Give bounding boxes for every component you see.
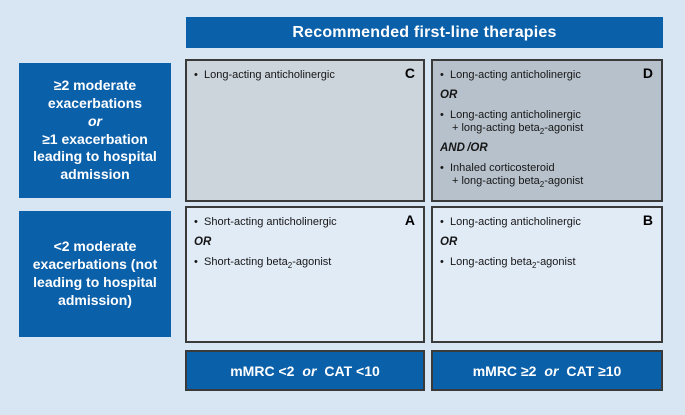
bullet-icon: • <box>194 255 198 268</box>
axis-bar-high-symptoms: mMRC ≥2 or CAT ≥10 <box>431 350 663 391</box>
axis-bar-low-symptoms: mMRC <2 or CAT <10 <box>185 350 425 391</box>
therapy-item: •Short-acting anticholinergic <box>194 216 337 228</box>
therapy-item: •Long-acting beta2-agonist <box>440 255 576 271</box>
axis-bar-segment: mMRC <2 <box>230 362 295 379</box>
row-label-line: or <box>88 112 102 129</box>
row-label-line: <2 moderate exacerbations (not leading t… <box>32 238 158 308</box>
therapy-item: •Long-acting anticholinergic+ long-actin… <box>440 108 584 137</box>
therapy-item: •Inhaled corticosteroid+ long-acting bet… <box>440 162 584 190</box>
quadrant-letter-D: D <box>642 65 653 81</box>
bullet-icon: • <box>440 216 444 228</box>
bullet-icon: • <box>194 216 198 228</box>
bullet-icon: • <box>440 162 444 175</box>
logic-connector: OR <box>440 89 458 102</box>
therapy-item: •Long-acting anticholinergic <box>440 69 581 81</box>
logic-connector: AND /OR <box>440 142 488 155</box>
therapy-item: •Short-acting beta2-agonist <box>194 255 332 271</box>
quadrant-C: C •Long-acting anticholinergic <box>185 59 425 202</box>
axis-bar-segment: or <box>302 362 317 379</box>
bullet-icon: • <box>194 69 198 81</box>
header-title: Recommended first-line therapies <box>292 23 557 41</box>
row-label-line: ≥1 exacerbation leading to hospital admi… <box>33 130 157 183</box>
quadrant-letter-A: A <box>404 212 415 228</box>
therapy-item: •Long-acting anticholinergic <box>194 69 335 81</box>
therapy-item: •Long-acting anticholinergic <box>440 216 581 228</box>
bullet-icon: • <box>440 69 444 81</box>
quadrant-letter-B: B <box>642 212 653 228</box>
row-label-line: ≥2 moderate exacerbations <box>47 76 143 111</box>
header-bar: Recommended first-line therapies <box>186 17 663 48</box>
axis-bar-segment: CAT <10 <box>324 362 380 379</box>
axis-bar-segment: CAT ≥10 <box>566 362 622 379</box>
axis-bar-segment: mMRC ≥2 <box>472 362 537 379</box>
bullet-icon: • <box>440 255 444 268</box>
row-label-low-exacerbation: <2 moderate exacerbations (not leading t… <box>19 211 171 337</box>
logic-connector: OR <box>194 236 212 249</box>
bullet-icon: • <box>440 108 444 121</box>
logic-connector: OR <box>440 236 458 249</box>
axis-bar-segment: or <box>544 362 559 379</box>
quadrant-letter-C: C <box>404 65 415 81</box>
